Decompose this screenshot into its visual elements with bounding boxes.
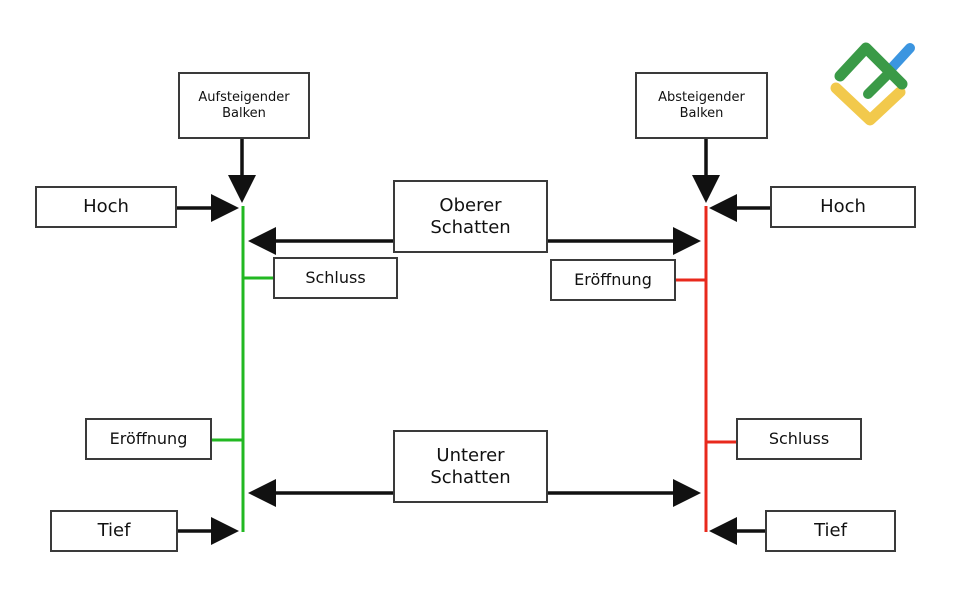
bearish-close-label: Schluss	[736, 418, 862, 460]
bearish-high-label: Hoch	[770, 186, 916, 228]
lower-shadow-label: Unterer Schatten	[393, 430, 548, 503]
bullish-low-label: Tief	[50, 510, 178, 552]
bullish-open-label: Eröffnung	[85, 418, 212, 460]
bearish-low-label: Tief	[765, 510, 896, 552]
bearish-open-label: Eröffnung	[550, 259, 676, 301]
bullish-header-label: Aufsteigender Balken	[178, 72, 310, 139]
bullish-close-label: Schluss	[273, 257, 398, 299]
brand-logo-icon	[830, 42, 915, 126]
bearish-header-label: Absteigender Balken	[635, 72, 768, 139]
upper-shadow-label: Oberer Schatten	[393, 180, 548, 253]
bullish-high-label: Hoch	[35, 186, 177, 228]
